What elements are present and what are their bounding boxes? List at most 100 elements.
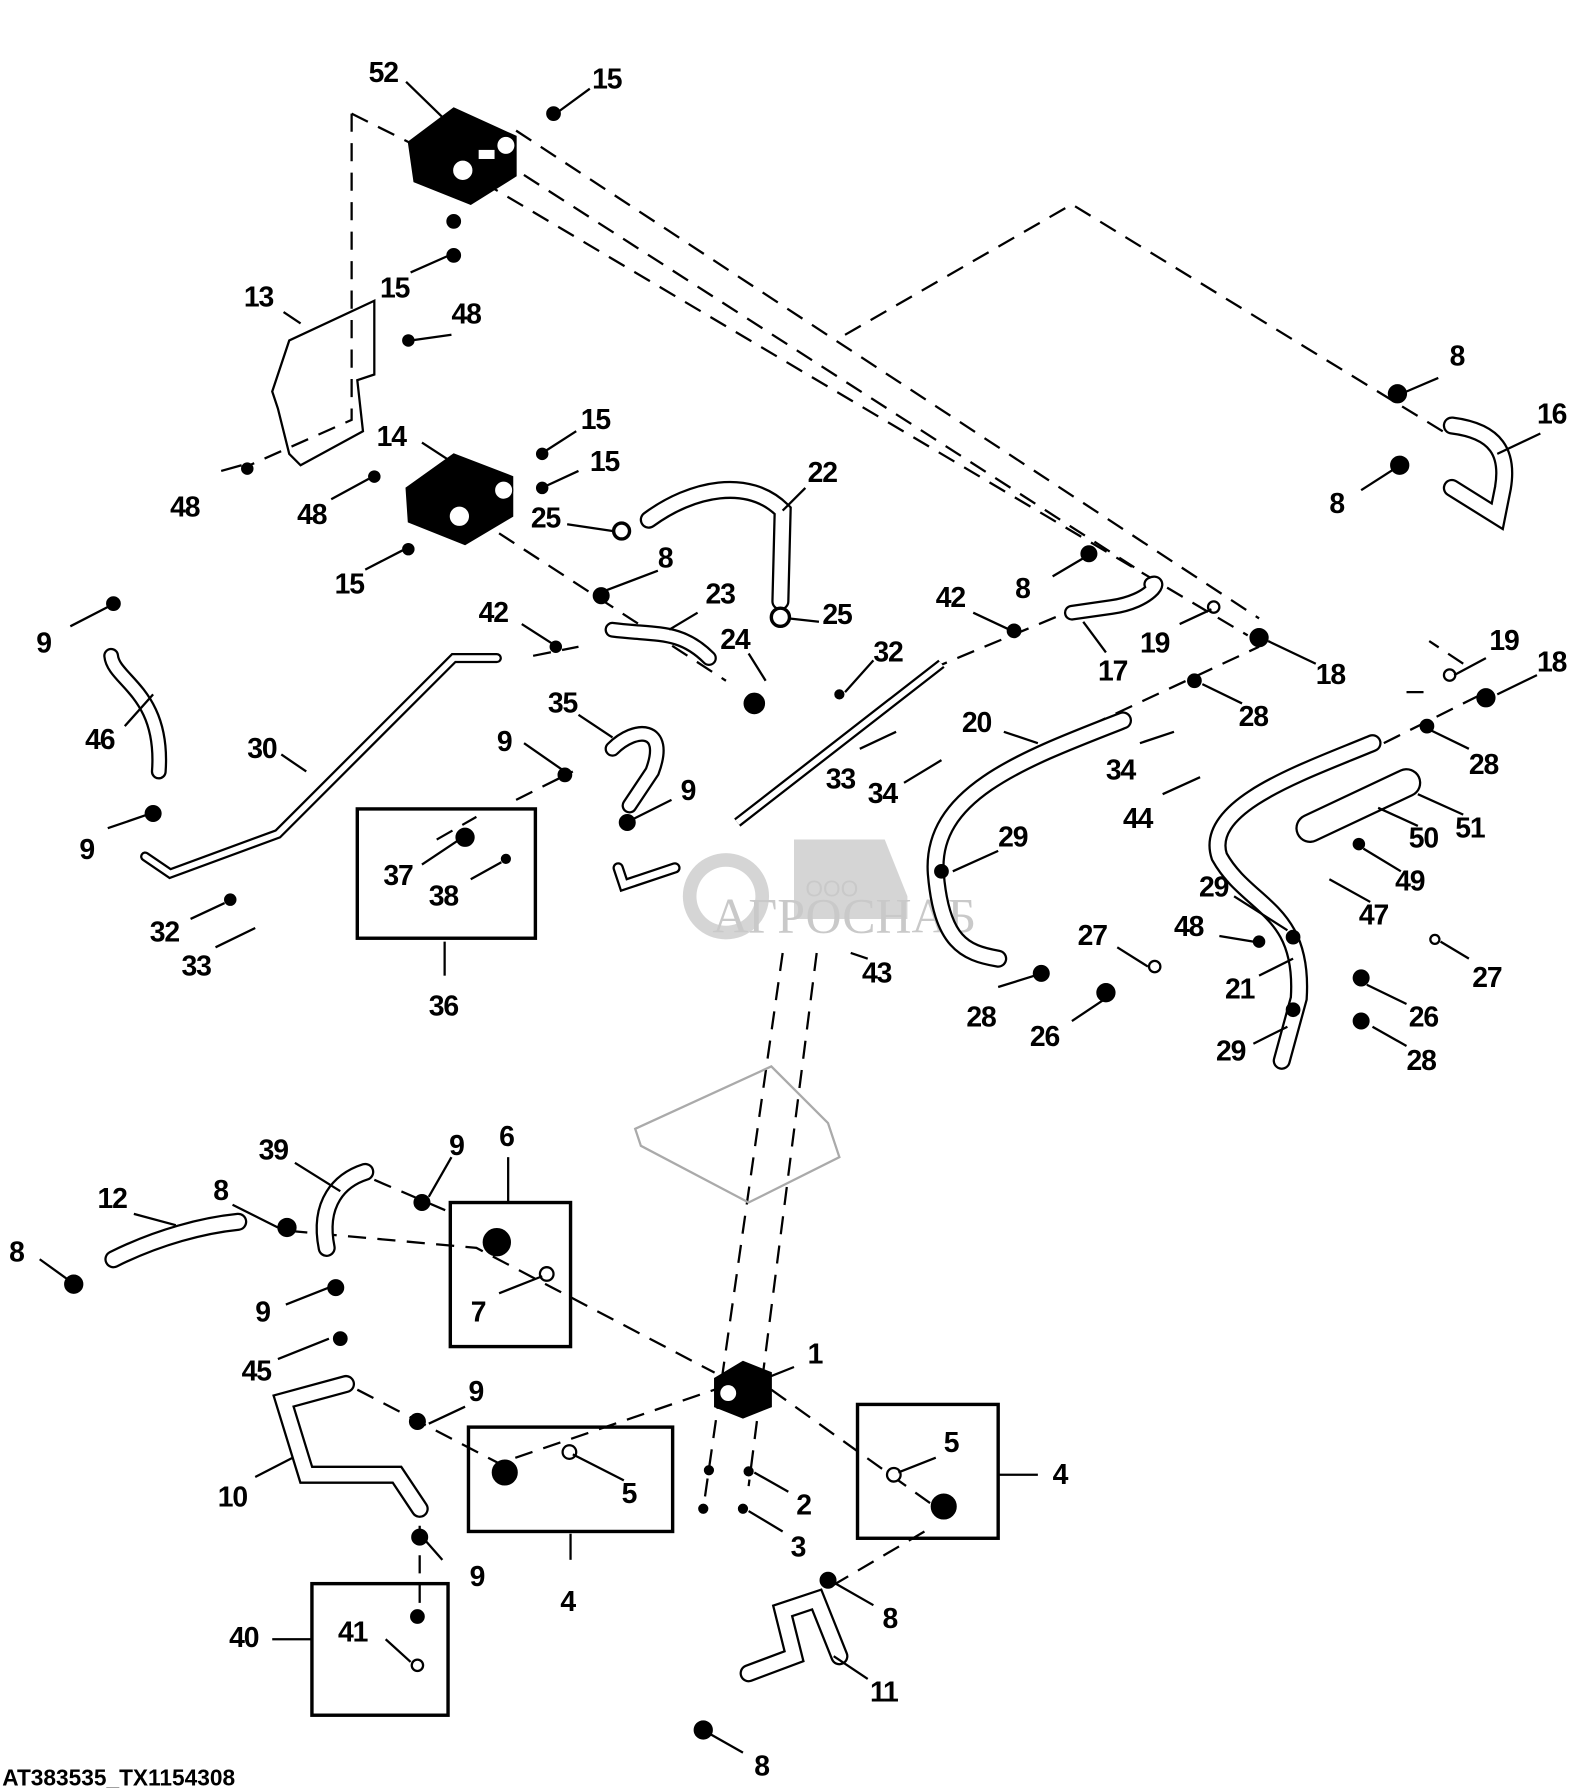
callout-8: 8 [9, 1237, 24, 1269]
callout-29: 29 [1216, 1036, 1246, 1068]
callout-15: 15 [590, 446, 620, 478]
callout-8: 8 [1015, 573, 1030, 605]
callout-5: 5 [622, 1478, 637, 1510]
callout-45: 45 [242, 1356, 272, 1388]
callout-9: 9 [449, 1130, 464, 1162]
callout-9: 9 [468, 1376, 483, 1408]
callout-15: 15 [592, 64, 622, 96]
callout-49: 49 [1395, 866, 1425, 898]
callout-24: 24 [720, 624, 751, 656]
callout-4: 4 [1053, 1459, 1069, 1491]
callout-34: 34 [1106, 754, 1137, 786]
box-40 [310, 1581, 450, 1717]
callout-23: 23 [706, 579, 736, 611]
callout-32: 32 [873, 636, 903, 668]
callout-28: 28 [1407, 1045, 1437, 1077]
callout-13: 13 [244, 281, 274, 313]
callout-10: 10 [218, 1482, 248, 1514]
callout-17: 17 [1098, 656, 1128, 688]
callout-42: 42 [936, 582, 966, 614]
callout-25: 25 [531, 503, 561, 535]
oil-cooler-52 [407, 107, 517, 205]
callout-8: 8 [213, 1175, 228, 1207]
callout-8: 8 [754, 1750, 769, 1782]
leader-lines [39, 81, 1541, 1754]
callout-labels: 52 15 15 13 48 48 48 15 14 15 15 22 25 8… [9, 57, 1568, 1782]
callout-9: 9 [79, 834, 94, 866]
callout-5: 5 [944, 1427, 959, 1459]
callout-43: 43 [862, 957, 892, 989]
callout-15: 15 [581, 404, 611, 436]
box-6 [448, 1200, 573, 1349]
callout-29: 29 [1199, 871, 1229, 903]
callout-40: 40 [229, 1622, 259, 1654]
box-4-left [466, 1425, 675, 1534]
tube-30 [140, 652, 502, 880]
callout-8: 8 [882, 1603, 897, 1635]
callout-16: 16 [1537, 398, 1567, 430]
box-36 [355, 807, 538, 940]
callout-8: 8 [658, 542, 673, 574]
callout-27: 27 [1078, 920, 1108, 952]
callout-28: 28 [1469, 749, 1499, 781]
callout-15: 15 [335, 568, 365, 600]
callout-39: 39 [259, 1134, 289, 1166]
frame-ghost [633, 1065, 841, 1204]
callout-48: 48 [297, 499, 327, 531]
callout-4: 4 [560, 1586, 576, 1618]
callout-26: 26 [1030, 1021, 1060, 1053]
callout-27: 27 [1472, 962, 1502, 994]
callout-52: 52 [369, 57, 399, 89]
callout-35: 35 [548, 688, 578, 720]
box-4-right [855, 1402, 1000, 1540]
callout-3: 3 [791, 1531, 806, 1563]
figure-id: AT383535_TX1154308 [2, 1765, 235, 1788]
callout-18: 18 [1316, 659, 1346, 691]
callout-2: 2 [796, 1489, 811, 1521]
callout-15: 15 [380, 272, 410, 304]
kit-boxes [310, 807, 1000, 1717]
callout-47: 47 [1359, 900, 1389, 932]
callout-20: 20 [962, 707, 992, 739]
callout-25: 25 [822, 599, 852, 631]
callout-9: 9 [497, 726, 512, 758]
callout-7: 7 [471, 1297, 486, 1329]
combine-harvester-icon [794, 839, 908, 919]
cooler-bracket-13 [271, 298, 376, 467]
callout-9: 9 [255, 1297, 270, 1329]
callout-1: 1 [808, 1339, 823, 1371]
callout-18: 18 [1537, 647, 1567, 679]
callout-32: 32 [150, 917, 180, 949]
oil-cooler-14 [405, 453, 514, 546]
callout-44: 44 [1123, 803, 1154, 835]
callout-41: 41 [338, 1616, 368, 1648]
callout-21: 21 [1225, 973, 1255, 1005]
callout-9: 9 [36, 627, 51, 659]
callout-19: 19 [1140, 627, 1170, 659]
callout-19: 19 [1489, 625, 1519, 657]
callout-30: 30 [247, 733, 277, 765]
callout-28: 28 [1239, 701, 1269, 733]
callout-48: 48 [451, 298, 481, 330]
callout-11: 11 [870, 1677, 898, 1709]
callout-48: 48 [1174, 911, 1204, 943]
callout-28: 28 [966, 1002, 996, 1034]
callout-6: 6 [499, 1121, 514, 1153]
callout-51: 51 [1455, 812, 1485, 844]
callout-37: 37 [383, 860, 413, 892]
callout-9: 9 [681, 775, 696, 807]
callout-50: 50 [1409, 822, 1439, 854]
callout-48: 48 [170, 491, 200, 523]
callout-33: 33 [826, 764, 856, 796]
valve-1 [714, 1360, 772, 1419]
callout-8: 8 [1329, 488, 1344, 520]
watermark-prefix: ООО [805, 875, 858, 901]
callout-46: 46 [85, 724, 115, 756]
fittings [64, 106, 1496, 1740]
callout-14: 14 [377, 421, 408, 453]
callout-34: 34 [868, 778, 899, 810]
callout-42: 42 [479, 597, 509, 629]
hoses [103, 416, 1514, 1683]
callout-9: 9 [470, 1561, 485, 1593]
